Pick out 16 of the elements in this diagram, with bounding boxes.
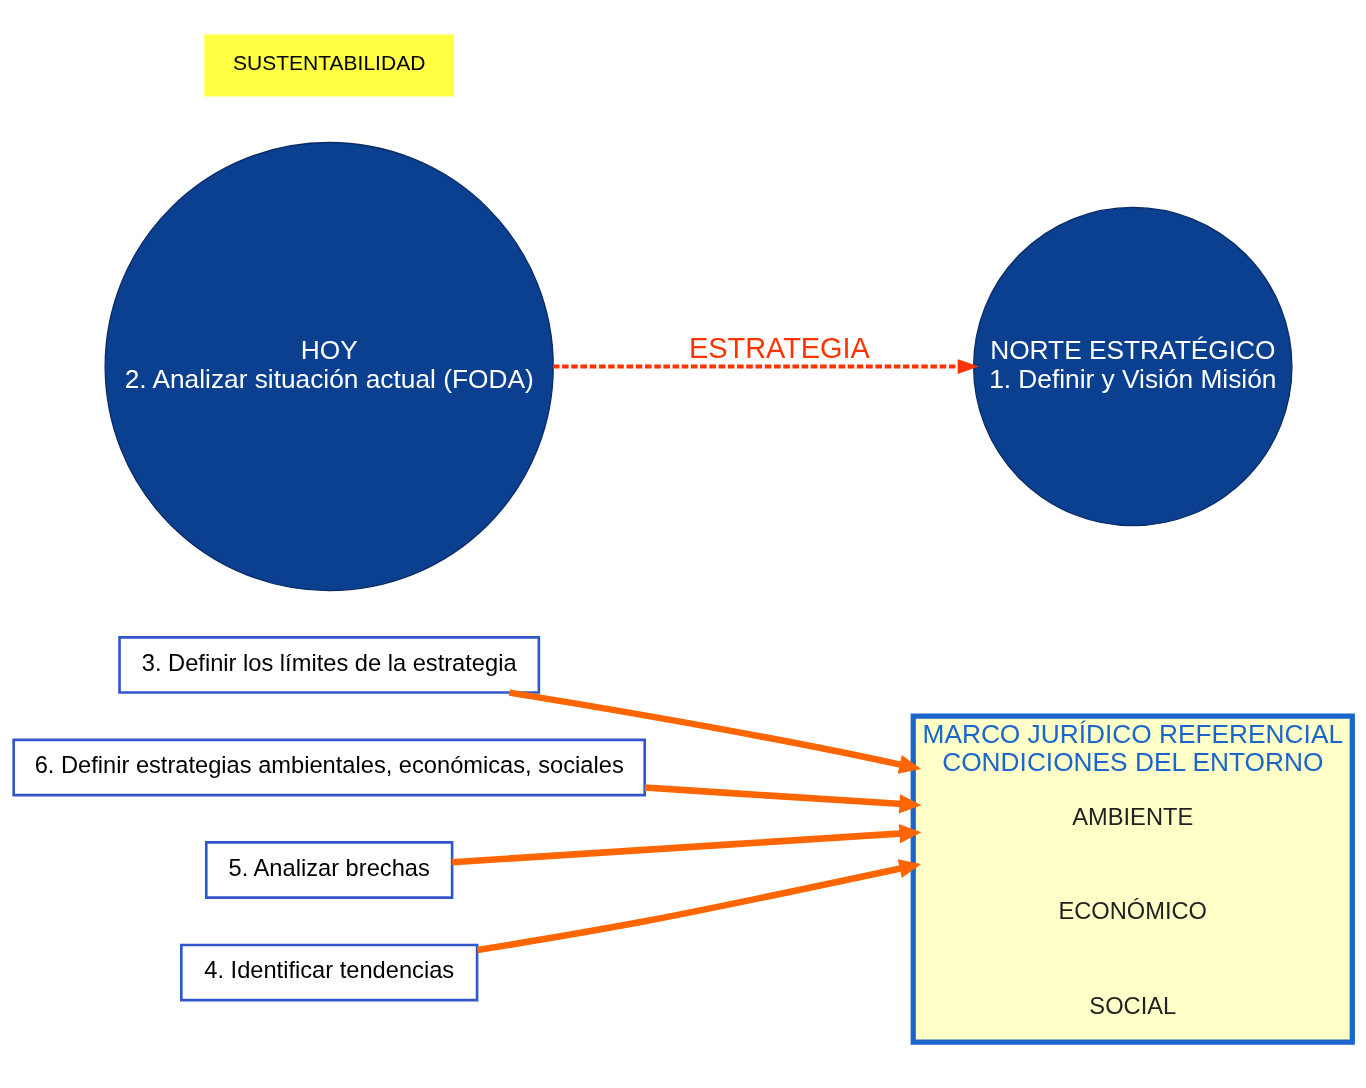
arrow — [476, 859, 922, 954]
node-text: AMBIENTE — [1072, 803, 1194, 830]
arrow — [451, 824, 922, 866]
node-box: 3. Definir los límites de la estrategia — [118, 636, 541, 694]
node-circle: HOY 2. Analizar situación actual (FODA) — [104, 141, 554, 592]
node-text: SOCIAL — [1089, 992, 1177, 1019]
node-box: 4. Identificar tendencias — [180, 943, 479, 1002]
arrow — [644, 784, 922, 814]
node-box: 6. Definir estrategias ambientales, económicas, sociales — [12, 738, 646, 797]
node-text: ECONÓMICO — [1058, 898, 1208, 925]
node-box: 5. Analizar brechas — [204, 841, 454, 899]
arrow — [508, 689, 922, 774]
edge-label: ESTRATEGIA — [688, 332, 870, 365]
node-box: SUSTENTABILIDAD — [204, 34, 455, 97]
arrow — [553, 359, 979, 374]
node-circle: NORTE ESTRATÉGICO 1. Definir y Visión Misión — [972, 206, 1293, 527]
